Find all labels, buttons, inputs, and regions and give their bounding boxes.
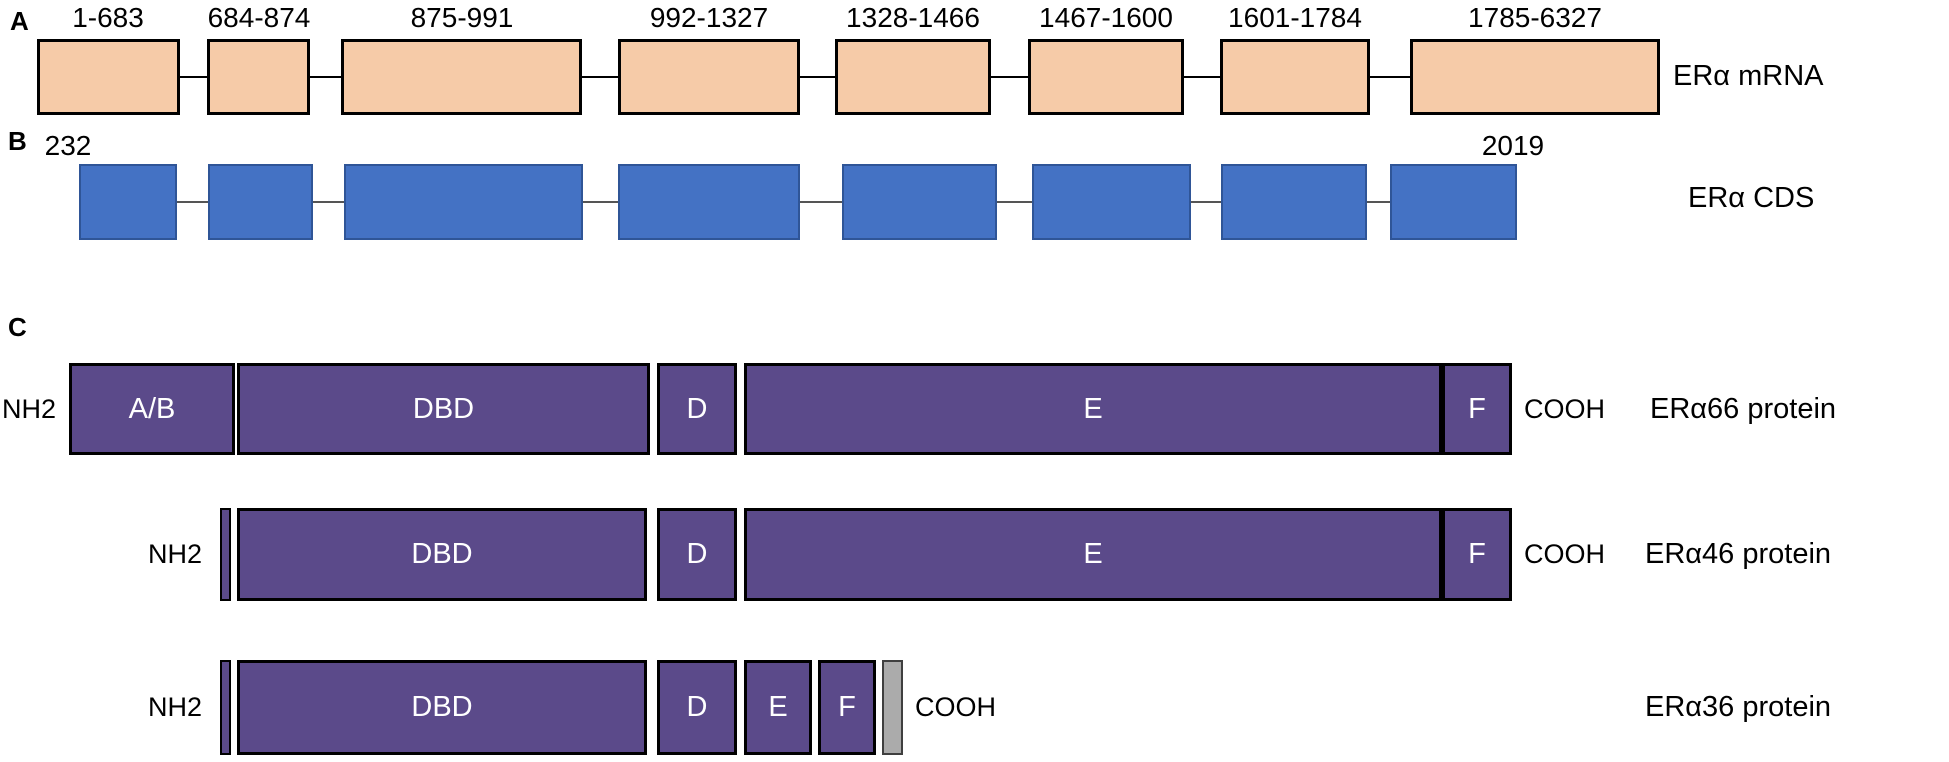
mrna-exon-box [1028, 39, 1184, 115]
cds-exon-box [344, 164, 583, 240]
exon-range-label: 1601-1784 [1228, 2, 1362, 33]
domain-box-e: E [744, 660, 812, 755]
cds-intron-line [997, 201, 1032, 203]
cds-exon-box [842, 164, 997, 240]
domain-segment-unlabeled [220, 508, 231, 601]
mrna-track-label: ERα mRNA [1673, 60, 1824, 92]
protein-name-label: ERα66 protein [1650, 392, 1837, 425]
domain-segment-unlabeled [220, 660, 231, 755]
c-terminus-label: COOH [1524, 393, 1605, 424]
cds-exon-box [1032, 164, 1191, 240]
domain-box-ab: A/B [69, 363, 235, 455]
cds-intron-line [313, 201, 344, 203]
cds-start-coordinate: 232 [44, 130, 92, 161]
domain-box-e: E [744, 363, 1442, 455]
mrna-exon-box [618, 39, 800, 115]
mrna-exon-box [1220, 39, 1370, 115]
n-terminus-label: NH2 [148, 692, 203, 722]
domain-box-d: D [657, 363, 737, 455]
domain-box-dbd: DBD [237, 660, 647, 755]
domain-box-d: D [657, 508, 737, 601]
protein-name-label: ERα36 protein [1645, 691, 1832, 723]
mrna-exon-box [835, 39, 991, 115]
cds-intron-line [1191, 201, 1221, 203]
exon-range-label: 1467-1600 [1039, 2, 1173, 33]
cds-exon-box [1390, 164, 1517, 240]
cds-intron-line [583, 201, 618, 203]
intron-line [1370, 76, 1410, 78]
exon-range-label: 875-991 [410, 2, 514, 33]
domain-box-d: D [657, 660, 737, 755]
panel-c-letter: C [8, 312, 27, 342]
mrna-exon-box [207, 39, 310, 115]
mrna-exon-box [37, 39, 180, 115]
panel-b-letter: B [8, 126, 27, 156]
n-terminus-label: NH2 [148, 539, 203, 569]
cds-end-coordinate: 2019 [1481, 130, 1545, 161]
intron-line [800, 76, 835, 78]
mrna-exon-box [1410, 39, 1660, 115]
domain-box-dbd: DBD [237, 363, 650, 455]
protein-name-label: ERα46 protein [1645, 538, 1832, 570]
cds-intron-line [800, 201, 842, 203]
domain-box-e: E [744, 508, 1442, 601]
cds-exon-box [208, 164, 313, 240]
cds-exon-box [79, 164, 177, 240]
intron-line [310, 76, 341, 78]
mrna-exon-box [341, 39, 582, 115]
exon-range-label: 684-874 [207, 2, 311, 33]
n-terminus-label: NH2 [2, 393, 57, 424]
intron-line [1184, 76, 1220, 78]
exon-range-label: 992-1327 [649, 2, 769, 33]
truncated-tail-box [882, 660, 903, 755]
domain-box-f: F [1442, 363, 1512, 455]
cds-exon-box [1221, 164, 1367, 240]
domain-box-f: F [818, 660, 876, 755]
cds-track-label: ERα CDS [1688, 182, 1815, 214]
domain-box-f: F [1442, 508, 1512, 601]
exon-range-label: 1785-6327 [1468, 2, 1602, 33]
cds-exon-box [618, 164, 800, 240]
intron-line [180, 76, 207, 78]
c-terminus-label: COOH [1524, 539, 1605, 569]
cds-intron-line [1367, 201, 1390, 203]
panel-a-letter: A [10, 6, 29, 36]
domain-box-dbd: DBD [237, 508, 647, 601]
exon-range-label: 1328-1466 [846, 2, 980, 33]
cds-intron-line [177, 201, 208, 203]
exon-range-label: 1-683 [72, 2, 144, 33]
intron-line [991, 76, 1028, 78]
intron-line [582, 76, 618, 78]
c-terminus-label: COOH [915, 692, 996, 722]
